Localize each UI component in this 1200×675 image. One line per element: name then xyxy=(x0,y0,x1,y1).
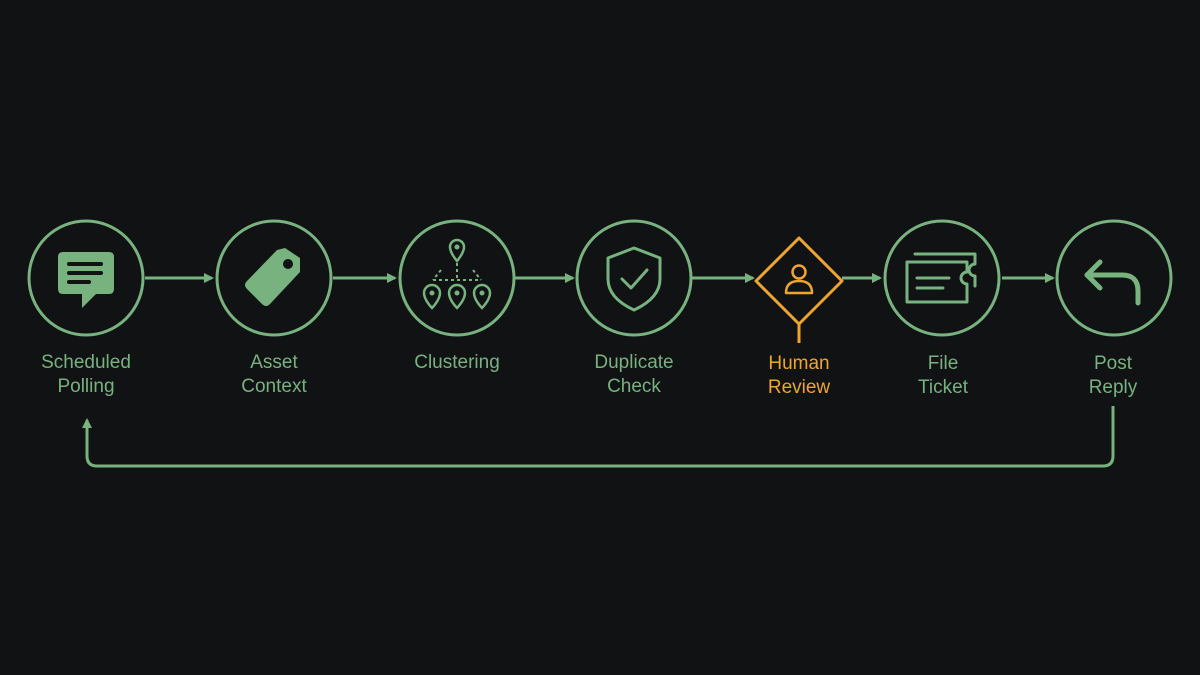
connectors xyxy=(82,273,1115,468)
step-label-file-ticket: File Ticket xyxy=(918,353,968,398)
step-node-circle xyxy=(398,219,516,337)
tag-icon xyxy=(245,248,300,306)
step-post-reply xyxy=(1055,219,1173,337)
step-node-circle xyxy=(575,219,693,337)
map-pins-icon xyxy=(422,238,492,310)
step-duplicate-check xyxy=(575,219,693,337)
step-label-asset-context: Asset Context xyxy=(241,352,307,397)
step-label-post-reply: Post Reply xyxy=(1088,353,1138,398)
ticket-icon xyxy=(905,252,977,304)
step-human-review xyxy=(754,236,844,343)
step-node-circle xyxy=(215,219,333,337)
step-node-circle xyxy=(883,219,1001,337)
step-label-clustering: Clustering xyxy=(414,352,500,373)
shield-check-icon xyxy=(606,246,662,312)
step-label-scheduled-polling: Scheduled Polling xyxy=(41,352,131,397)
step-label-human-review: Human Review xyxy=(767,353,831,398)
person-icon xyxy=(784,264,814,295)
reply-arrow-icon xyxy=(1084,259,1141,306)
step-asset-context xyxy=(215,219,333,337)
step-label-duplicate-check: Duplicate Check xyxy=(594,352,674,397)
step-scheduled-polling xyxy=(27,219,145,337)
chat-bubble-icon xyxy=(58,252,114,308)
step-node-circle xyxy=(27,219,145,337)
step-clustering xyxy=(398,219,516,337)
loop-back-arrow xyxy=(82,406,1115,468)
step-file-ticket xyxy=(883,219,1001,337)
step-node-circle xyxy=(1055,219,1173,337)
